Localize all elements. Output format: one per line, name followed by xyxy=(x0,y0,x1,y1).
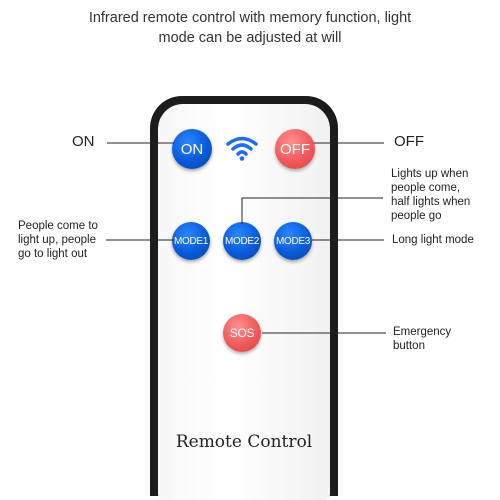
mode2-label-line: people go xyxy=(391,210,442,222)
off-button[interactable]: OFF xyxy=(275,129,315,169)
sos-label: Emergency button xyxy=(393,325,451,353)
off-label: OFF xyxy=(394,133,424,150)
remote-body xyxy=(158,104,330,500)
heading-line-2: mode can be adjusted at will xyxy=(158,30,342,46)
on-label: ON xyxy=(72,133,95,150)
mode3-label: Long light mode xyxy=(392,234,474,246)
mode1-label-line: People come to xyxy=(18,220,98,232)
on-button[interactable]: ON xyxy=(172,129,212,169)
page-heading: Infrared remote control with memory func… xyxy=(20,8,480,48)
mode1-label-line: light up, people xyxy=(18,234,97,246)
mode3-button[interactable]: MODE3 xyxy=(274,222,312,260)
heading-line-1: Infrared remote control with memory func… xyxy=(88,10,412,26)
mode2-label-line: Lights up when xyxy=(391,168,469,180)
mode2-button[interactable]: MODE2 xyxy=(223,222,261,260)
mode2-label-line: people come, xyxy=(391,182,461,194)
mode2-leader-line xyxy=(241,197,383,224)
mode1-label: People come to light up, people go to li… xyxy=(18,219,98,261)
remote-brand-label: Remote Control xyxy=(175,432,313,452)
wifi-icon xyxy=(226,136,258,161)
mode1-button[interactable]: MODE1 xyxy=(172,222,210,260)
sos-button[interactable]: SOS xyxy=(223,314,261,352)
mode2-label-line: half lights when xyxy=(391,196,471,208)
mode1-label-line: go to light out xyxy=(18,248,88,260)
mode2-label: Lights up when people come, half lights … xyxy=(391,167,470,223)
sos-label-line: Emergency xyxy=(393,326,452,338)
sos-label-line: button xyxy=(393,340,425,352)
